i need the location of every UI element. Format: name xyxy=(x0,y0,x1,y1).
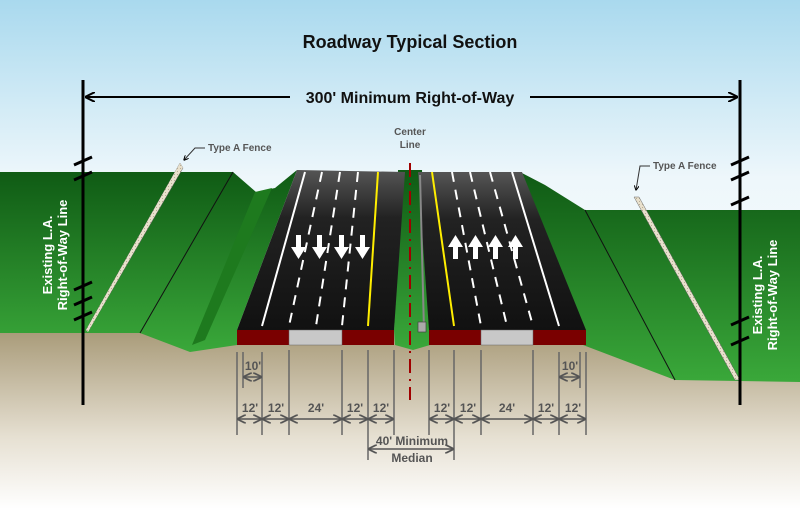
dim-label: 24' xyxy=(499,401,515,415)
dim-label: 12' xyxy=(268,401,284,415)
diagram-title: Roadway Typical Section xyxy=(303,32,518,52)
right-row-label-1: Existing L.A. xyxy=(750,256,765,335)
left-inner-dim-label: 10' xyxy=(245,359,261,373)
dim-label: 12' xyxy=(460,401,476,415)
right-row-label-2: Right-of-Way Line xyxy=(765,240,780,351)
dim-label: 12' xyxy=(565,401,581,415)
left-fence-label: Type A Fence xyxy=(208,143,272,154)
dim-label: 12' xyxy=(373,401,389,415)
left-slope-line xyxy=(139,171,234,334)
dim-label: 12' xyxy=(538,401,554,415)
right-slope-line xyxy=(584,209,676,381)
arrow-up-icon xyxy=(448,235,463,259)
right-fence-label: Type A Fence xyxy=(653,161,717,172)
median-guardrail xyxy=(419,174,425,331)
left-direction-arrows xyxy=(291,235,370,259)
arrow-down-icon xyxy=(334,235,349,259)
right-shoulder-base xyxy=(480,329,534,346)
arrow-down-icon xyxy=(312,235,327,259)
guardrail-post xyxy=(417,321,427,333)
left-row-label-1: Existing L.A. xyxy=(40,216,55,295)
left-lane-markings xyxy=(261,171,379,327)
right-embankment xyxy=(520,172,800,382)
left-row-label-2: Right-of-Way Line xyxy=(55,200,70,311)
arrow-down-icon xyxy=(355,235,370,259)
median-dim-label-1: 40' Minimum xyxy=(376,434,448,448)
dim-label: 24' xyxy=(308,401,324,415)
dim-label: 12' xyxy=(434,401,450,415)
left-ditch-strip xyxy=(192,188,272,345)
center-line-label-2: Line xyxy=(400,140,421,151)
left-shoulder-base xyxy=(288,329,343,346)
right-fence-pointer xyxy=(636,165,650,190)
dimension-ticks xyxy=(236,350,587,460)
left-fence-face xyxy=(86,163,183,332)
dim-label: 12' xyxy=(347,401,363,415)
right-direction-arrows xyxy=(448,235,523,259)
left-fence-pointer xyxy=(184,147,205,160)
dim-label: 12' xyxy=(242,401,258,415)
arrow-up-icon xyxy=(488,235,503,259)
dimension-arrows xyxy=(238,377,585,449)
left-embankment xyxy=(0,170,297,352)
right-lane-markings xyxy=(431,171,560,327)
center-line-label-1: Center xyxy=(394,127,426,138)
left-row-line xyxy=(73,80,93,405)
arrow-down-icon xyxy=(291,235,306,259)
right-row-line xyxy=(730,80,750,405)
arrow-up-icon xyxy=(508,235,523,259)
median-dim-label-2: Median xyxy=(391,451,432,465)
row-width-label: 300' Minimum Right-of-Way xyxy=(306,90,515,107)
right-inner-dim-label: 10' xyxy=(562,359,578,373)
arrow-up-icon xyxy=(468,235,483,259)
